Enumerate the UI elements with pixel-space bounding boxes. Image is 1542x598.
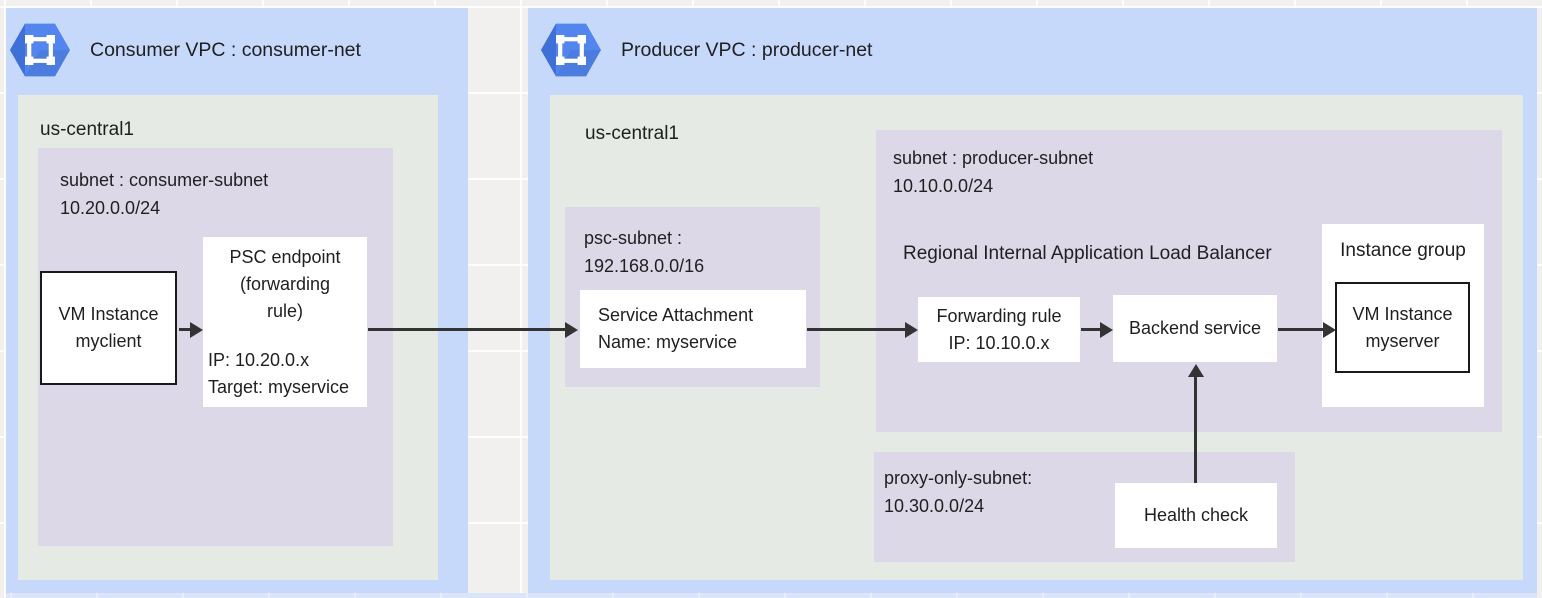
consumer-subnet-name: subnet : consumer-subnet — [60, 170, 269, 190]
psc-subnet-label: psc-subnet : 192.168.0.0/16 — [584, 224, 704, 280]
backend-service-node: Backend service — [1113, 295, 1277, 362]
consumer-subnet-label: subnet : consumer-subnet 10.20.0.0/24 — [60, 166, 268, 222]
service-attachment-line1: Service Attachment — [598, 305, 754, 325]
vpc-network-icon — [10, 23, 70, 77]
health-check-node: Health check — [1115, 483, 1277, 548]
producer-subnet-label: subnet : producer-subnet 10.10.0.0/24 — [893, 144, 1093, 200]
consumer-subnet-cidr: 10.20.0.0/24 — [60, 198, 161, 218]
psc-endpoint-title-line1: PSC endpoint — [229, 247, 341, 267]
load-balancer-label: Regional Internal Application Load Balan… — [903, 243, 1272, 264]
producer-subnet-cidr: 10.10.0.0/24 — [893, 176, 994, 196]
consumer-region-label: us-central1 — [40, 119, 134, 140]
consumer-vpc-title: Consumer VPC : consumer-net — [90, 38, 361, 61]
producer-vpc-header: Producer VPC : producer-net — [541, 21, 872, 79]
forwarding-rule-line2: IP: 10.10.0.x — [948, 332, 1050, 353]
consumer-vpc-header: Consumer VPC : consumer-net — [10, 21, 361, 79]
vpc-network-icon — [541, 23, 601, 77]
producer-region-label: us-central1 — [585, 123, 679, 144]
producer-subnet-name: subnet : producer-subnet — [893, 148, 1094, 168]
vm-instance-myserver-node: VM Instance myserver — [1335, 282, 1470, 373]
producer-vpc-title: Producer VPC : producer-net — [621, 38, 873, 61]
service-attachment-node: Service Attachment Name: myservice — [580, 290, 806, 368]
psc-endpoint-title-line3: rule) — [266, 301, 303, 321]
forwarding-rule-node: Forwarding rule IP: 10.10.0.x — [918, 297, 1080, 362]
arrow-psc-endpoint-to-service-attachment — [368, 322, 578, 336]
arrow-service-attachment-to-forwarding-rule — [807, 322, 918, 336]
psc-endpoint-title-line2: (forwarding — [239, 274, 331, 294]
service-attachment-line2: Name: myservice — [598, 332, 738, 352]
vm-instance-myserver-line1: VM Instance — [1352, 303, 1453, 324]
instance-group-label: Instance group — [1340, 240, 1466, 261]
arrow-health-check-to-backend-service — [1188, 364, 1202, 483]
proxy-only-subnet-cidr: 10.30.0.0/24 — [884, 496, 985, 516]
arrow-backend-service-to-vm-myserver — [1278, 322, 1336, 336]
forwarding-rule-line1: Forwarding rule — [936, 305, 1062, 326]
psc-endpoint-target: Target: myservice — [208, 377, 350, 397]
arrow-vmclient-to-psc-endpoint — [179, 322, 203, 336]
psc-subnet-cidr: 192.168.0.0/16 — [584, 256, 705, 276]
proxy-only-subnet-name: proxy-only-subnet: — [884, 468, 1033, 488]
vm-instance-myserver-line2: myserver — [1365, 330, 1440, 351]
vm-instance-myclient-node: VM Instance myclient — [40, 271, 177, 385]
psc-subnet-name: psc-subnet : — [584, 228, 683, 248]
psc-endpoint-node: PSC endpoint (forwarding rule) IP: 10.20… — [203, 237, 367, 407]
proxy-only-subnet-label: proxy-only-subnet: 10.30.0.0/24 — [884, 464, 1032, 520]
vm-instance-myclient-line1: VM Instance — [58, 304, 159, 324]
canvas-bottom-strip — [6, 593, 1537, 598]
psc-endpoint-ip: IP: 10.20.0.x — [208, 350, 310, 370]
vm-instance-myclient-line2: myclient — [75, 331, 142, 351]
arrow-forwarding-rule-to-backend-service — [1081, 322, 1113, 336]
